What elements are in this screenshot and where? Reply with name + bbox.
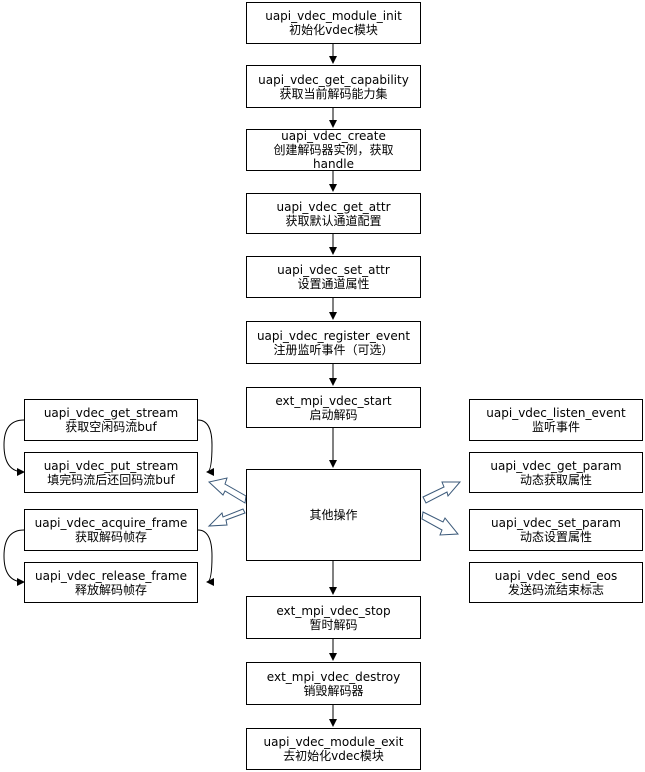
get-attr-api: uapi_vdec_get_attr bbox=[276, 199, 391, 214]
release-frame-desc: 释放解码帧存 bbox=[74, 582, 147, 597]
module-init-api: uapi_vdec_module_init bbox=[265, 9, 402, 23]
get-param-box: uapi_vdec_get_param 动态获取属性 bbox=[469, 452, 643, 493]
get-param-desc: 动态获取属性 bbox=[519, 472, 592, 487]
put-stream-box: uapi_vdec_put_stream 填完码流后还回码流buf bbox=[24, 452, 198, 493]
send-eos-api: uapi_vdec_send_eos bbox=[494, 568, 618, 583]
start-desc: 启动解码 bbox=[309, 407, 358, 422]
get-capability-desc: 获取当前解码能力集 bbox=[279, 86, 388, 101]
loop-frame-left bbox=[3, 529, 25, 586]
get-stream-box: uapi_vdec_get_stream 获取空闲码流buf bbox=[24, 399, 198, 441]
put-stream-api: uapi_vdec_put_stream bbox=[43, 458, 179, 473]
get-param-api: uapi_vdec_get_param bbox=[490, 458, 622, 473]
create-box: uapi_vdec_create 创建解码器实例，获取 handle bbox=[246, 129, 421, 171]
module-exit-desc: 去初始化vdec模块 bbox=[283, 749, 384, 763]
acquire-frame-api: uapi_vdec_acquire_frame bbox=[34, 516, 188, 530]
send-eos-desc: 发送码流结束标志 bbox=[507, 582, 604, 597]
release-frame-box: uapi_vdec_release_frame 释放解码帧存 bbox=[24, 562, 198, 603]
start-box: ext_mpi_vdec_start 启动解码 bbox=[246, 387, 421, 428]
register-event-api: uapi_vdec_register_event bbox=[256, 328, 411, 343]
send-eos-box: uapi_vdec_send_eos 发送码流结束标志 bbox=[469, 562, 643, 603]
register-event-desc: 注册监听事件（可选） bbox=[273, 342, 394, 357]
set-param-desc: 动态设置属性 bbox=[519, 530, 592, 544]
listen-event-api: uapi_vdec_listen_event bbox=[486, 406, 626, 420]
get-attr-box: uapi_vdec_get_attr 获取默认通道配置 bbox=[246, 193, 421, 234]
module-init-box: uapi_vdec_module_init 初始化vdec模块 bbox=[246, 2, 421, 44]
get-capability-api: uapi_vdec_get_capability bbox=[258, 72, 409, 87]
loop-stream-left bbox=[3, 419, 25, 476]
listen-event-box: uapi_vdec_listen_event 监听事件 bbox=[469, 399, 643, 441]
set-param-api: uapi_vdec_set_param bbox=[491, 516, 621, 530]
block-arrow-right-upper bbox=[422, 481, 462, 504]
destroy-desc: 销毁解码器 bbox=[303, 683, 364, 698]
put-stream-desc: 填完码流后还回码流buf bbox=[47, 472, 175, 487]
set-attr-api: uapi_vdec_set_attr bbox=[277, 263, 390, 277]
loop-stream-right bbox=[197, 419, 215, 476]
stop-api: ext_mpi_vdec_stop bbox=[276, 603, 391, 618]
release-frame-api: uapi_vdec_release_frame bbox=[35, 568, 187, 583]
module-exit-box: uapi_vdec_module_exit 去初始化vdec模块 bbox=[246, 728, 421, 770]
get-stream-api: uapi_vdec_get_stream bbox=[43, 406, 179, 420]
destroy-box: ext_mpi_vdec_destroy 销毁解码器 bbox=[246, 662, 421, 705]
module-init-desc: 初始化vdec模块 bbox=[289, 23, 378, 37]
acquire-frame-desc: 获取解码帧存 bbox=[74, 530, 147, 544]
module-exit-api: uapi_vdec_module_exit bbox=[263, 735, 404, 749]
set-param-box: uapi_vdec_set_param 动态设置属性 bbox=[469, 509, 643, 551]
create-api: uapi_vdec_create bbox=[281, 129, 386, 143]
loop-frame-right bbox=[197, 529, 215, 586]
listen-event-desc: 监听事件 bbox=[531, 420, 580, 434]
start-api: ext_mpi_vdec_start bbox=[275, 393, 392, 408]
create-desc: 创建解码器实例，获取 bbox=[273, 143, 394, 157]
set-attr-desc: 设置通道属性 bbox=[297, 277, 370, 291]
set-attr-box: uapi_vdec_set_attr 设置通道属性 bbox=[246, 256, 421, 298]
stop-box: ext_mpi_vdec_stop 暂时解码 bbox=[246, 596, 421, 639]
get-capability-box: uapi_vdec_get_capability 获取当前解码能力集 bbox=[246, 65, 421, 108]
other-ops-label: 其他操作 bbox=[309, 508, 358, 522]
get-stream-desc: 获取空闲码流buf bbox=[65, 420, 157, 434]
stop-desc: 暂时解码 bbox=[309, 617, 358, 632]
block-arrow-left-upper bbox=[207, 477, 247, 504]
block-arrow-left-lower bbox=[207, 508, 246, 527]
register-event-box: uapi_vdec_register_event 注册监听事件（可选） bbox=[246, 321, 421, 364]
other-ops-box: 其他操作 bbox=[246, 469, 421, 561]
destroy-api: ext_mpi_vdec_destroy bbox=[266, 669, 401, 684]
create-desc-2: handle bbox=[313, 157, 354, 171]
acquire-frame-box: uapi_vdec_acquire_frame 获取解码帧存 bbox=[24, 509, 198, 551]
block-arrow-right-lower bbox=[421, 511, 460, 536]
get-attr-desc: 获取默认通道配置 bbox=[285, 213, 382, 228]
